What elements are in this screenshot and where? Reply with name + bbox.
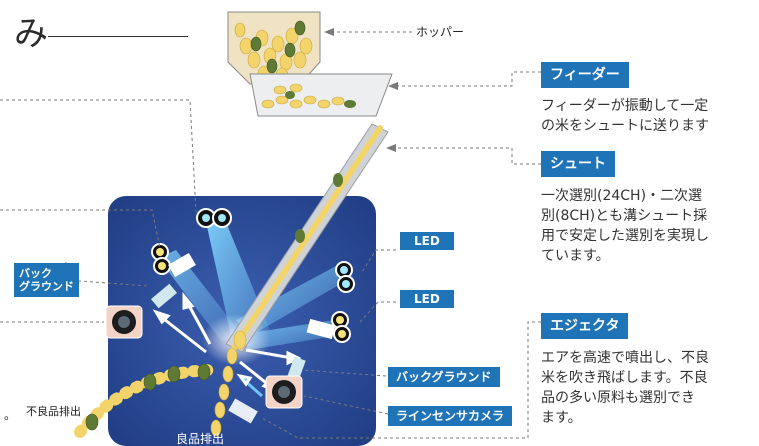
ejector-nozzle bbox=[228, 398, 258, 424]
camera-left bbox=[105, 305, 143, 339]
feeder-description: フィーダーが振動して一定 の米をシュートに送ります bbox=[541, 98, 709, 134]
line-camera-tag: ラインセンサカメラ bbox=[388, 406, 513, 426]
led-object-row: LED 対物用 bbox=[400, 290, 493, 308]
leader-lines bbox=[0, 31, 541, 439]
arrowheads bbox=[324, 28, 398, 152]
led-unit-left bbox=[151, 243, 196, 278]
led-object-badge: LED bbox=[400, 290, 454, 308]
led-bg-row: LED BG用 bbox=[400, 232, 487, 250]
hopper-grains bbox=[234, 22, 313, 85]
led-unit-bg bbox=[335, 261, 355, 293]
chute-heading: シュート bbox=[541, 151, 615, 177]
feeder-heading: フィーダー bbox=[541, 62, 629, 88]
ejector-air bbox=[152, 291, 302, 398]
led-bg-badge: LED bbox=[400, 232, 454, 250]
chute-description: 一次選別(24CH)・二次選 別(8CH)とも溝シュート採 用で安定した選別を実… bbox=[541, 188, 709, 264]
hopper bbox=[227, 11, 321, 85]
good-outlet-label: 良品排出 bbox=[176, 432, 225, 446]
camera-right bbox=[265, 375, 303, 409]
background-tag-left: バック グラウンド bbox=[14, 263, 79, 297]
defect-outlet-label: 不良品排出 bbox=[26, 405, 81, 418]
title-fragment: み bbox=[14, 14, 48, 54]
period-mark: 。 bbox=[4, 408, 17, 422]
ejector-description: エアを高速で噴出し、不良 米を吹き飛ばします。不良 品の多い原料も選別でき ます… bbox=[541, 350, 709, 426]
background-tag-right: バックグラウンド bbox=[388, 367, 500, 387]
title-rule bbox=[48, 36, 188, 37]
hopper-label: ホッパー bbox=[416, 25, 465, 39]
led-unit-top bbox=[196, 208, 232, 228]
chute bbox=[225, 123, 389, 353]
led-bg-kind: BG用 bbox=[459, 235, 487, 248]
led-object-colors: 白色 bbox=[398, 312, 420, 325]
hopper-defect-grains bbox=[250, 20, 306, 74]
led-bg-colors: 青色／緑色 bbox=[398, 254, 453, 267]
led-unit-object bbox=[306, 311, 351, 343]
feeder-tray bbox=[249, 73, 393, 117]
reject-grains bbox=[85, 363, 211, 431]
led-object-kind: 対物用 bbox=[459, 293, 493, 306]
ejector-heading: エジェクタ bbox=[541, 313, 629, 339]
good-stream bbox=[210, 330, 247, 437]
background-plate-left bbox=[150, 283, 178, 309]
